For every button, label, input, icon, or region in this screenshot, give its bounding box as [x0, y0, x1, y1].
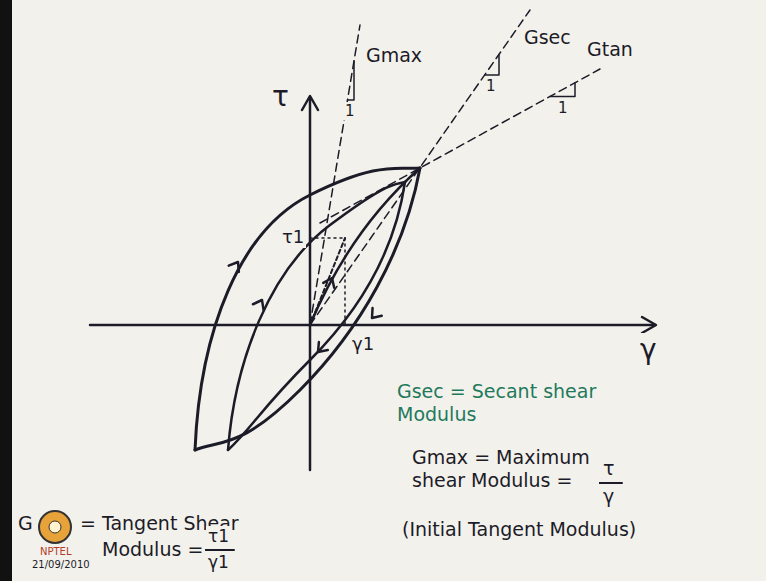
slope-triangle	[348, 61, 355, 100]
definition-note: Modulus =	[100, 538, 205, 561]
fraction-numerator: τ1	[206, 526, 231, 546]
definition-note: (Initial Tangent Modulus)	[400, 518, 638, 541]
modulus-symbol: Gsec	[522, 26, 573, 49]
gmax-line	[310, 25, 360, 325]
modulus-symbol: Gtan	[585, 38, 635, 61]
fraction-numerator: τ	[601, 457, 616, 480]
axis-label: τ	[270, 80, 291, 114]
fraction-denominator: γ1	[206, 552, 231, 572]
modulus-symbol: Gmax	[364, 44, 424, 67]
inner-loop	[228, 182, 405, 450]
fraction-denominator: γ	[601, 485, 616, 508]
inner-loop	[228, 182, 405, 450]
secant-chord	[310, 238, 345, 325]
direction-arrow	[229, 259, 243, 272]
watermark: 21/09/2010	[30, 559, 92, 571]
strain-label: γ1	[350, 333, 376, 355]
gtan-line	[320, 69, 600, 223]
definition-note: Gsec = Secant shear Modulus	[395, 380, 649, 426]
direction-arrow	[253, 297, 267, 310]
projection-line	[310, 237, 345, 239]
direction-arrow	[367, 308, 381, 322]
axis-arrow	[642, 317, 656, 333]
definition-note: Gmax = Maximum shear Modulus =	[410, 446, 599, 492]
fraction-bar	[598, 482, 622, 484]
outer-loop	[195, 168, 420, 450]
gamma-axis	[90, 324, 655, 327]
outer-loop	[195, 168, 420, 450]
projection-line	[344, 238, 346, 325]
slope-triangle	[485, 55, 499, 75]
direction-arrow	[314, 342, 328, 356]
axis-label: γ	[638, 333, 659, 367]
logo	[39, 511, 71, 543]
stress-label: τ1	[280, 226, 306, 248]
edge-strip	[0, 0, 12, 581]
modulus-symbol: G	[16, 512, 35, 535]
watermark: NPTEL	[38, 546, 74, 558]
slope-unit: 1	[556, 99, 570, 117]
slope-triangle	[550, 83, 575, 97]
fraction-bar	[204, 549, 234, 551]
logo	[49, 521, 61, 533]
axis-arrow	[302, 96, 318, 110]
tau-axis	[309, 97, 312, 470]
slope-unit: 1	[343, 102, 357, 120]
slope-unit: 1	[484, 77, 498, 95]
gsec-line	[310, 10, 530, 325]
